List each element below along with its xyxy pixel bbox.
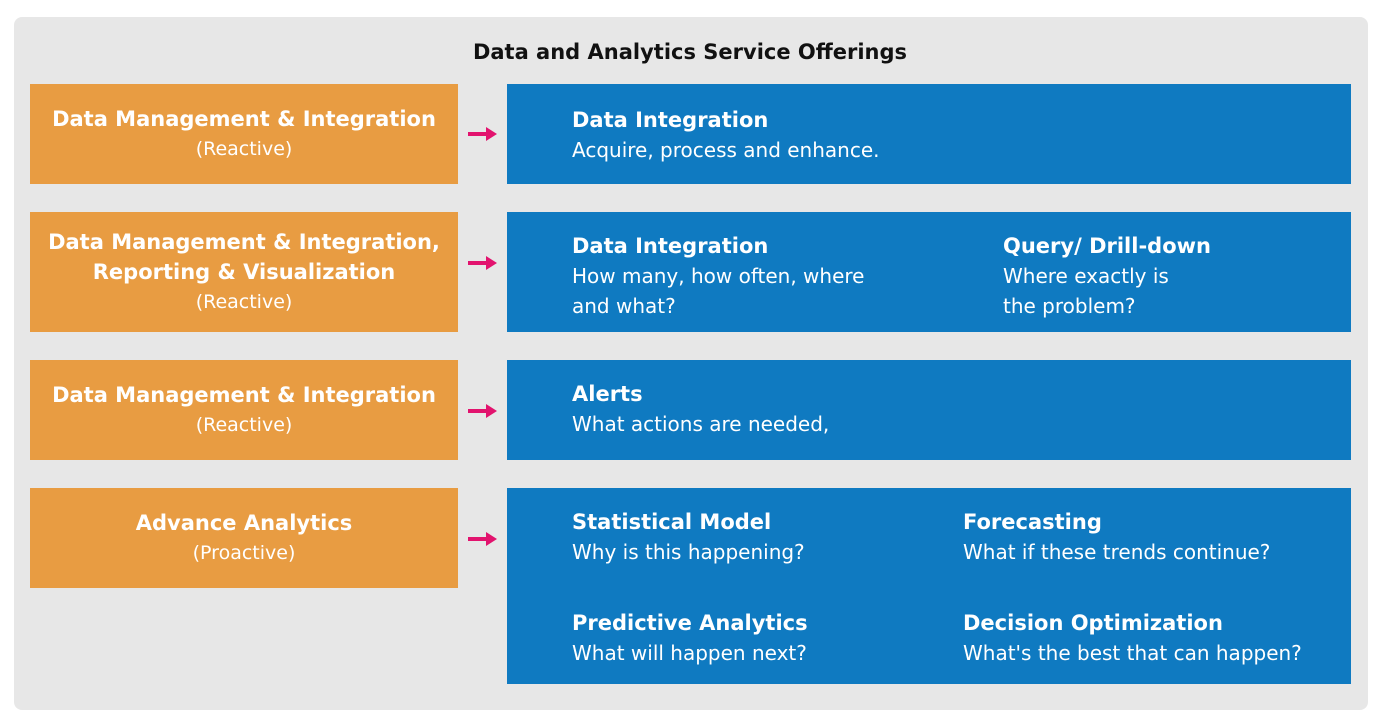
left-box-subtitle: (Proactive) [192, 542, 296, 564]
offering-item: Alerts What actions are needed, [572, 379, 829, 439]
left-box-row-1: Data Management & Integration (Reactive) [30, 84, 458, 184]
offering-item: Decision Optimization What's the best th… [963, 608, 1302, 668]
offering-item: Query/ Drill-down Where exactly is the p… [1003, 231, 1211, 321]
offering-title: Statistical Model [572, 510, 772, 534]
left-box-row-3: Data Management & Integration (Reactive) [30, 360, 458, 460]
offering-description: What's the best that can happen? [963, 641, 1302, 665]
offering-title: Decision Optimization [963, 611, 1223, 635]
offering-description: Where exactly is the problem? [1003, 264, 1169, 318]
left-box-subtitle: (Reactive) [195, 414, 293, 436]
left-box-title-line-1: Data Management & Integration, [48, 230, 440, 254]
offering-title: Predictive Analytics [572, 611, 808, 635]
left-box-subtitle: (Reactive) [195, 291, 293, 313]
offering-item: Data Integration Acquire, process and en… [572, 105, 880, 165]
left-box-title: Data Management & Integration [52, 107, 436, 131]
left-box-title: Advance Analytics [135, 511, 353, 535]
offering-item: Data Integration How many, how often, wh… [572, 231, 864, 321]
offering-title: Data Integration [572, 234, 769, 258]
offering-item: Forecasting What if these trends continu… [963, 507, 1270, 567]
right-box-row-3: Alerts What actions are needed, [507, 360, 1351, 460]
right-box-row-1: Data Integration Acquire, process and en… [507, 84, 1351, 184]
offering-description: How many, how often, where and what? [572, 264, 865, 318]
arrow-right-icon [468, 127, 497, 141]
offering-item: Statistical Model Why is this happening? [572, 507, 805, 567]
offering-description: What if these trends continue? [963, 540, 1271, 564]
diagram-title: Data and Analytics Service Offerings [472, 40, 908, 64]
right-box-row-4: Statistical Model Why is this happening?… [507, 488, 1351, 684]
offering-description: Acquire, process and enhance. [572, 138, 880, 162]
offering-description: What will happen next? [572, 641, 807, 665]
offering-description: What actions are needed, [572, 412, 830, 436]
left-box-subtitle: (Reactive) [195, 138, 293, 160]
offering-title: Query/ Drill-down [1003, 234, 1211, 258]
offering-description: Why is this happening? [572, 540, 805, 564]
offering-title: Alerts [572, 382, 643, 406]
left-box-title-line-2: Reporting & Visualization [92, 260, 396, 284]
offering-title: Data Integration [572, 108, 769, 132]
offering-item: Predictive Analytics What will happen ne… [572, 608, 808, 668]
offering-title: Forecasting [963, 510, 1102, 534]
left-box-row-4: Advance Analytics (Proactive) [30, 488, 458, 588]
left-box-row-2: Data Management & Integration, Reporting… [30, 212, 458, 332]
arrow-right-icon [468, 532, 497, 546]
left-box-title: Data Management & Integration [52, 383, 436, 407]
arrow-right-icon [468, 404, 497, 418]
right-box-row-2: Data Integration How many, how often, wh… [507, 212, 1351, 332]
arrow-right-icon [468, 256, 497, 270]
